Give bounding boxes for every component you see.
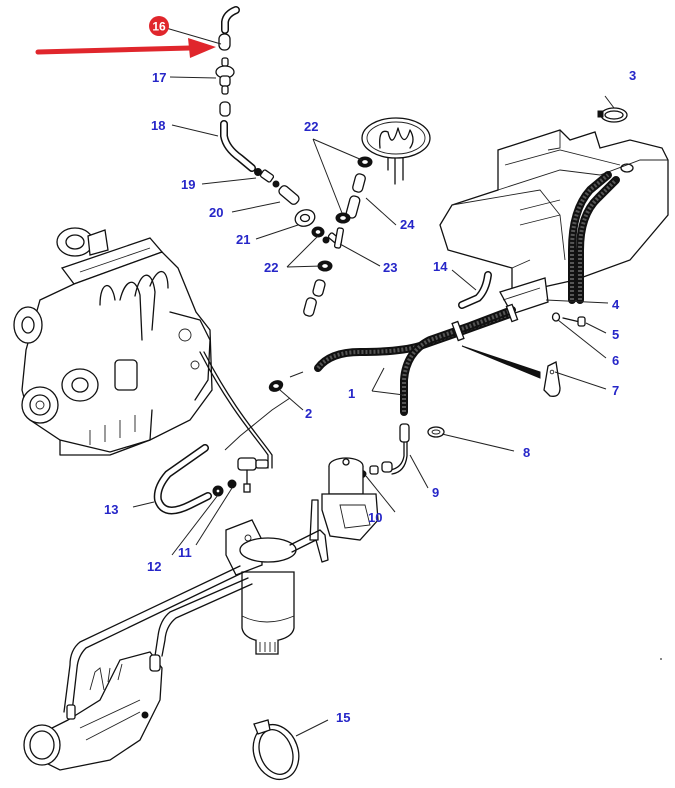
hose-clamp-3[interactable] <box>597 107 628 123</box>
callout-18[interactable]: 18 <box>151 118 165 133</box>
callout-23[interactable]: 23 <box>383 260 397 275</box>
p-clip-7[interactable] <box>543 361 561 397</box>
injection-pump <box>23 565 253 771</box>
fuel-filter <box>225 519 329 655</box>
hose-connector-16[interactable] <box>218 33 231 51</box>
callout-4[interactable]: 4 <box>612 297 620 312</box>
highlight-arrow <box>35 38 216 58</box>
grommet-21[interactable] <box>293 207 317 229</box>
lift-pump <box>309 457 379 541</box>
sealing-washer-11[interactable] <box>227 479 237 489</box>
callout-19[interactable]: 19 <box>181 177 195 192</box>
callout-2[interactable]: 2 <box>305 406 312 421</box>
callout-17[interactable]: 17 <box>152 70 166 85</box>
connector-20[interactable] <box>277 184 300 206</box>
callout-12[interactable]: 12 <box>147 559 161 574</box>
check-valve-17[interactable] <box>215 57 235 95</box>
callout-21[interactable]: 21 <box>236 232 250 247</box>
callout-5[interactable]: 5 <box>612 327 619 342</box>
callout-22-upper[interactable]: 22 <box>304 119 318 134</box>
connector-24[interactable] <box>352 173 366 193</box>
engine-assembly <box>13 227 213 456</box>
callout-20[interactable]: 20 <box>209 205 223 220</box>
callout-6[interactable]: 6 <box>612 353 619 368</box>
breather-hose-14[interactable] <box>458 271 492 309</box>
fuel-hose-pair-1[interactable] <box>314 303 519 416</box>
return-hose-13[interactable] <box>153 444 212 515</box>
callout-14[interactable]: 14 <box>433 259 448 274</box>
hose-clamp-2[interactable] <box>268 379 285 394</box>
callout-11[interactable]: 11 <box>178 545 192 560</box>
callout-7[interactable]: 7 <box>612 383 619 398</box>
speck <box>660 658 662 660</box>
hose-clamp-8[interactable] <box>427 426 445 438</box>
bolt-5[interactable] <box>562 316 586 327</box>
hose-chain <box>215 6 345 317</box>
fuel-tank <box>439 129 669 315</box>
fuel-pipe-9[interactable] <box>381 423 410 475</box>
callout-9[interactable]: 9 <box>432 485 439 500</box>
leader-lines <box>132 27 615 737</box>
banjo-fitting <box>237 457 269 493</box>
callout-16[interactable]: 16 <box>149 16 169 36</box>
t-piece-23[interactable] <box>322 227 345 249</box>
callout-3[interactable]: 3 <box>629 68 636 83</box>
washer-6[interactable] <box>551 312 561 322</box>
callout-24[interactable]: 24 <box>400 217 415 232</box>
callout-8[interactable]: 8 <box>523 445 530 460</box>
svg-text:16: 16 <box>152 20 166 34</box>
band-clamp-15[interactable] <box>246 718 306 786</box>
callout-15[interactable]: 15 <box>336 710 350 725</box>
callout-10[interactable]: 10 <box>368 510 382 525</box>
adapter-19[interactable] <box>254 168 280 188</box>
callout-1[interactable]: 1 <box>348 386 355 401</box>
fuel-sender <box>335 117 431 224</box>
callout-22-lower[interactable]: 22 <box>264 260 278 275</box>
callout-13[interactable]: 13 <box>104 502 118 517</box>
